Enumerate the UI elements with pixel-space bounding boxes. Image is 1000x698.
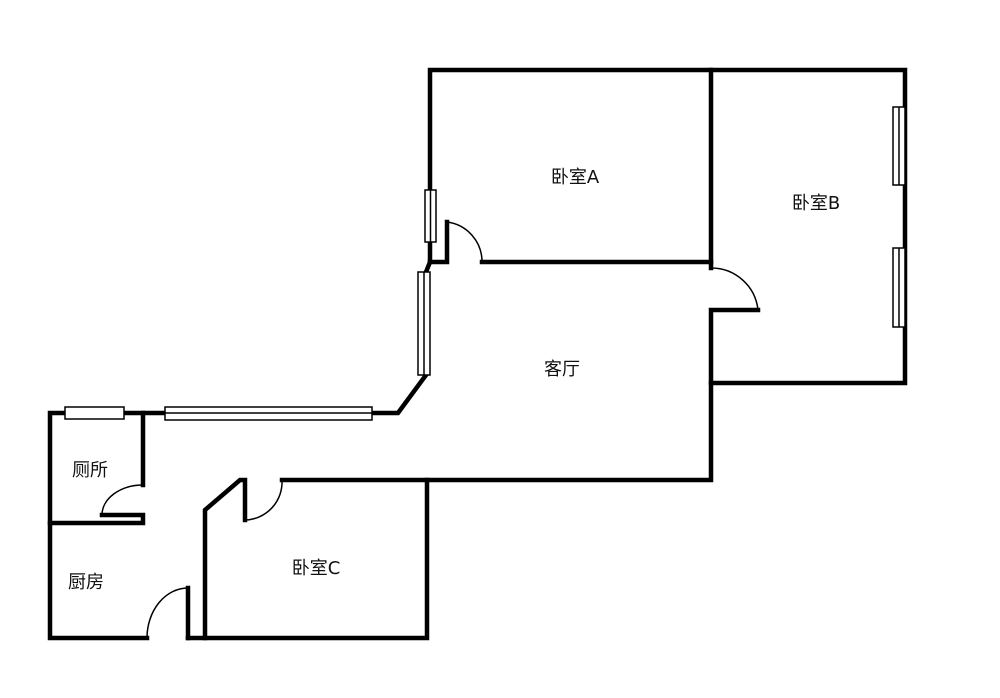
door-kitchen [146, 587, 189, 639]
room-label-bedroom-b: 卧室B [791, 193, 841, 214]
doors [101, 221, 759, 639]
windows [64, 106, 906, 421]
room-label-living-room: 客厅 [544, 359, 580, 380]
door-bedroom-a [446, 221, 483, 263]
door-bedroom-c [244, 479, 283, 521]
door-bedroom-b [710, 267, 759, 311]
walls [47, 67, 908, 641]
room-label-bedroom-c: 卧室C [291, 558, 341, 579]
room-label-bedroom-a: 卧室A [550, 167, 600, 188]
room-label-toilet: 厕所 [72, 460, 108, 481]
door-toilet [101, 484, 144, 516]
room-label-kitchen: 厨房 [68, 572, 104, 593]
